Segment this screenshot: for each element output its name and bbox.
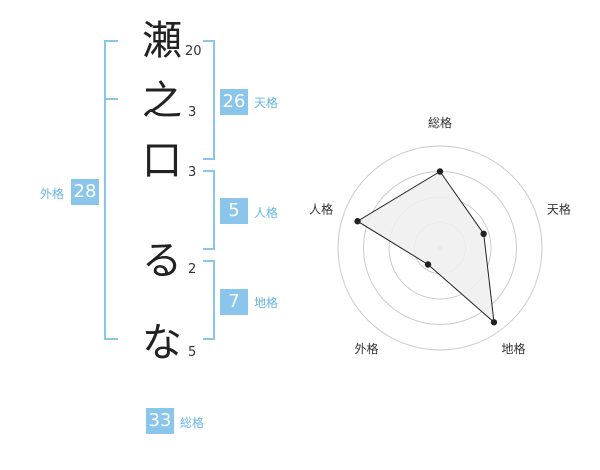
gaikaku-bracket [104, 40, 118, 340]
chikaku-value-badge: 7 [220, 289, 248, 315]
stroke-count-4: 2 [188, 262, 197, 277]
chikaku-bracket [203, 260, 215, 340]
tenkaku-label: 天格 [254, 96, 279, 110]
radar-axis-label-4: 外格 [355, 341, 379, 356]
name-char-5: な [142, 320, 182, 366]
stroke-count-3: 3 [188, 165, 197, 180]
jinkaku-bracket [203, 170, 215, 250]
gaikaku-bracket-tick [104, 98, 118, 100]
jinkaku-label: 人格 [254, 206, 279, 220]
radar-axis-label-2: 天格 [547, 201, 571, 216]
tenkaku-value-badge: 26 [220, 89, 248, 115]
soukaku-label: 総格 [180, 416, 205, 430]
name-char-4: る [142, 238, 182, 284]
radar-point-1 [436, 168, 444, 175]
radar-axis-label-5: 人格 [309, 201, 333, 216]
stroke-count-5: 5 [188, 345, 197, 360]
radar-point-5 [354, 218, 361, 225]
radar-point-4 [424, 261, 432, 268]
radar-point-2 [480, 230, 487, 238]
chikaku-label: 地格 [254, 296, 279, 310]
gaikaku-label: 外格 [40, 187, 65, 201]
soukaku-value-badge: 33 [146, 408, 174, 434]
radar-axis-label-3: 地格 [501, 341, 525, 356]
radar-axis-label-1: 総格 [428, 115, 452, 130]
name-char-1: 瀬 [142, 18, 182, 64]
stroke-count-1: 20 [185, 44, 202, 59]
stroke-count-2: 3 [188, 105, 197, 120]
tenkaku-bracket [203, 40, 215, 160]
jinkaku-value-badge: 5 [220, 198, 248, 224]
name-char-2: 之 [142, 78, 182, 124]
gaikaku-value-badge: 28 [71, 179, 99, 205]
name-char-3: 口 [142, 138, 182, 184]
radar-point-3 [490, 319, 498, 326]
radar-ring-4 [337, 145, 543, 351]
radar-area [356, 170, 495, 324]
